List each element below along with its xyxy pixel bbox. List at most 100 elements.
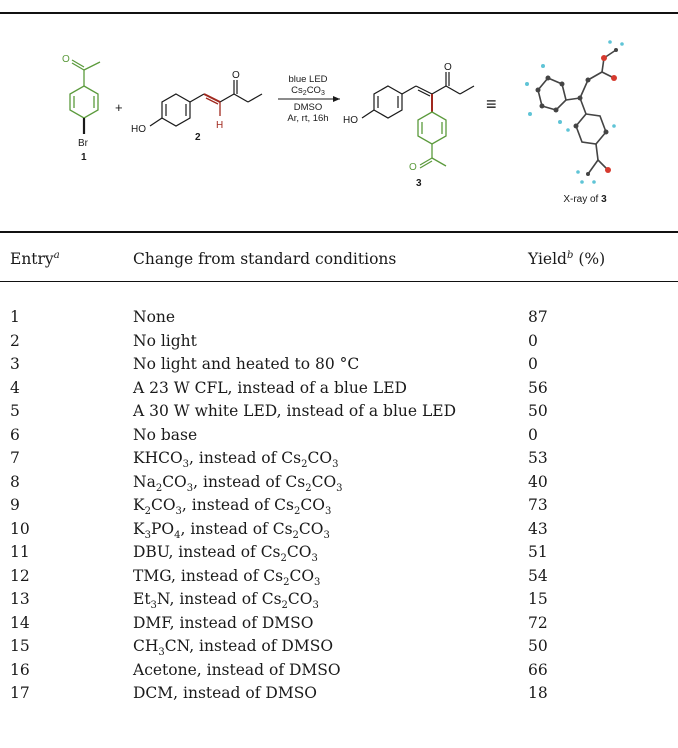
yield-cell: 87: [528, 308, 548, 326]
change-cell: Acetone, instead of DMSO: [133, 660, 341, 679]
equivalence-sign: ≡: [486, 94, 497, 114]
yield-cell: 0: [528, 355, 538, 373]
entry-cell: 14: [10, 613, 30, 632]
yield-cell: 0: [528, 425, 538, 444]
header-entry: Entrya: [10, 250, 60, 269]
condition-atmosphere: Ar, rt, 16h: [287, 113, 328, 124]
entry-cell: 11: [10, 543, 30, 561]
change-cell: A 30 W white LED, instead of a blue LED: [133, 402, 457, 420]
compound-3-structure: [361, 72, 475, 119]
entry-cell: 4: [10, 378, 20, 397]
table-row: 14 DMF, instead of DMSO 72: [0, 612, 678, 636]
change-cell: DBU, instead of Cs2CO3: [133, 543, 318, 565]
entry-cell: 17: [10, 684, 30, 702]
yield-cell: 43: [528, 519, 548, 538]
entry-cell: 13: [10, 590, 30, 608]
compound-3-label: 3: [416, 178, 422, 189]
yield-cell: 56: [528, 378, 548, 397]
yield-cell: 18: [528, 684, 548, 702]
change-cell: K3PO4, instead of Cs2CO3: [133, 519, 330, 541]
table-row: 4 A 23 W CFL, instead of a blue LED 56: [0, 377, 678, 401]
entry-cell: 9: [10, 496, 20, 514]
xray-atoms: [525, 40, 624, 184]
entry-cell: 7: [10, 449, 20, 467]
entry-cell: 10: [10, 519, 30, 538]
condition-light: blue LED: [288, 74, 327, 85]
change-cell: TMG, instead of Cs2CO3: [133, 566, 321, 588]
table-row: 9 K2CO3, instead of Cs2CO3 73: [0, 494, 678, 518]
yield-cell: 66: [528, 660, 548, 679]
yield-cell: 50: [528, 637, 548, 655]
table-row: 11 DBU, instead of Cs2CO3 51: [0, 541, 678, 565]
atom-ho-2: HO: [131, 124, 146, 135]
entry-cell: 6: [10, 425, 20, 444]
table-row: 12 TMG, instead of Cs2CO3 54: [0, 565, 678, 589]
table-row: 17 DCM, instead of DMSO 18: [0, 682, 678, 706]
yield-cell: 54: [528, 566, 548, 585]
atom-o-2: O: [232, 70, 240, 81]
change-cell: None: [133, 308, 176, 326]
change-cell: DCM, instead of DMSO: [133, 684, 318, 702]
header-yield: Yieldb (%): [528, 250, 606, 269]
compound-3-aryl: [417, 111, 447, 169]
table-row: 10 K3PO4, instead of Cs2CO3 43: [0, 518, 678, 542]
table-row: 6 No base 0: [0, 424, 678, 448]
yield-cell: 50: [528, 402, 548, 420]
table-row: 7 KHCO3, instead of Cs2CO3 53: [0, 447, 678, 471]
atom-o-1: O: [62, 54, 70, 65]
change-cell: No light: [133, 331, 197, 350]
table-row: 5 A 30 W white LED, instead of a blue LED…: [0, 400, 678, 424]
compound-1-label: 1: [81, 152, 87, 163]
table-row: 1 None 87: [0, 306, 678, 330]
atom-br: Br: [78, 138, 89, 149]
yield-cell: 0: [528, 331, 538, 350]
change-cell: Et3N, instead of Cs2CO3: [133, 590, 319, 612]
table-row: 2 No light 0: [0, 330, 678, 354]
table-row: 16 Acetone, instead of DMSO 66: [0, 659, 678, 683]
entry-cell: 3: [10, 355, 20, 373]
table-row: 15 CH3CN, instead of DMSO 50: [0, 635, 678, 659]
table-row: 8 Na2CO3, instead of Cs2CO3 40: [0, 471, 678, 495]
compound-2-structure: [149, 80, 263, 127]
table-top-rule: [0, 231, 678, 233]
condition-solvent: DMSO: [294, 102, 323, 113]
compound-2-label: 2: [195, 132, 201, 143]
yield-cell: 72: [528, 613, 548, 632]
change-cell: KHCO3, instead of Cs2CO3: [133, 449, 339, 471]
entry-cell: 8: [10, 472, 20, 491]
atom-o-3b: O: [409, 162, 417, 173]
yield-cell: 15: [528, 590, 548, 608]
compound-1-structure: [69, 59, 101, 119]
entry-cell: 15: [10, 637, 30, 655]
plus-sign: +: [115, 100, 123, 115]
entry-cell: 12: [10, 566, 30, 585]
header-rule: [0, 281, 678, 282]
entry-cell: 5: [10, 402, 20, 420]
atom-o-3a: O: [444, 62, 452, 73]
change-cell: K2CO3, instead of Cs2CO3: [133, 496, 332, 518]
table-row: 13 Et3N, instead of Cs2CO3 15: [0, 588, 678, 612]
top-rule: [0, 12, 678, 14]
yield-cell: 40: [528, 472, 548, 491]
yield-cell: 53: [528, 449, 548, 467]
table-row: 3 No light and heated to 80 °C 0: [0, 353, 678, 377]
change-cell: No light and heated to 80 °C: [133, 355, 360, 373]
reaction-scheme: O Br 1 + H HO O 2 blue LED Cs2CO3 DMSO A…: [62, 40, 624, 205]
header-change: Change from standard conditions: [133, 250, 397, 268]
change-cell: CH3CN, instead of DMSO: [133, 637, 334, 659]
yield-cell: 73: [528, 496, 548, 514]
atom-h: H: [216, 120, 223, 131]
change-cell: Na2CO3, instead of Cs2CO3: [133, 472, 343, 494]
change-cell: DMF, instead of DMSO: [133, 613, 314, 632]
entry-cell: 16: [10, 660, 30, 679]
xray-structure: [537, 49, 617, 175]
atom-ho-3: HO: [343, 115, 358, 126]
xray-caption: X-ray of 3: [563, 194, 607, 205]
yield-cell: 51: [528, 543, 548, 561]
entry-cell: 1: [10, 308, 20, 326]
change-cell: No base: [133, 425, 198, 444]
condition-base: Cs2CO3: [291, 85, 325, 97]
entry-cell: 2: [10, 331, 20, 350]
change-cell: A 23 W CFL, instead of a blue LED: [133, 378, 407, 397]
